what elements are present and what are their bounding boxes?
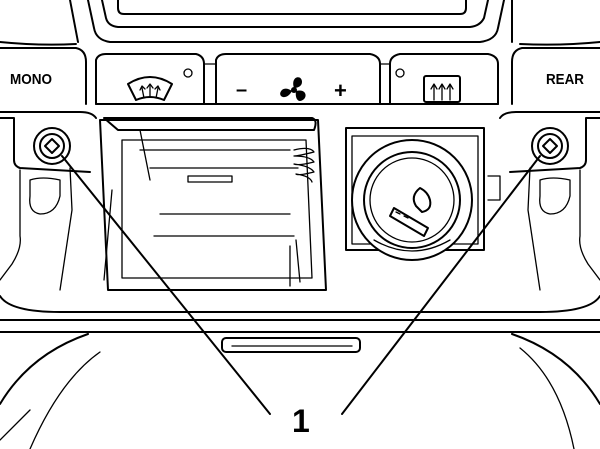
left-screw <box>33 127 71 165</box>
windscreen-defrost-icon <box>127 76 173 101</box>
cigarette-lighter-icon <box>389 187 432 237</box>
side-trims <box>0 0 600 46</box>
ashtray <box>99 117 327 291</box>
callout-label: 1 <box>292 403 310 439</box>
display-frame <box>87 0 505 43</box>
right-screw <box>531 127 569 165</box>
fan-plus-label: + <box>334 78 347 103</box>
console-body <box>0 117 600 449</box>
fan-icon <box>280 77 306 101</box>
rear-window-defrost-icon <box>423 75 461 103</box>
mono-button-label: MONO <box>10 71 52 88</box>
cigarette-lighter <box>345 127 501 261</box>
control-strip <box>0 47 600 119</box>
fan-minus-label: – <box>236 79 247 101</box>
rear-button-label: REAR <box>546 71 584 88</box>
callout-leaders <box>61 155 541 415</box>
